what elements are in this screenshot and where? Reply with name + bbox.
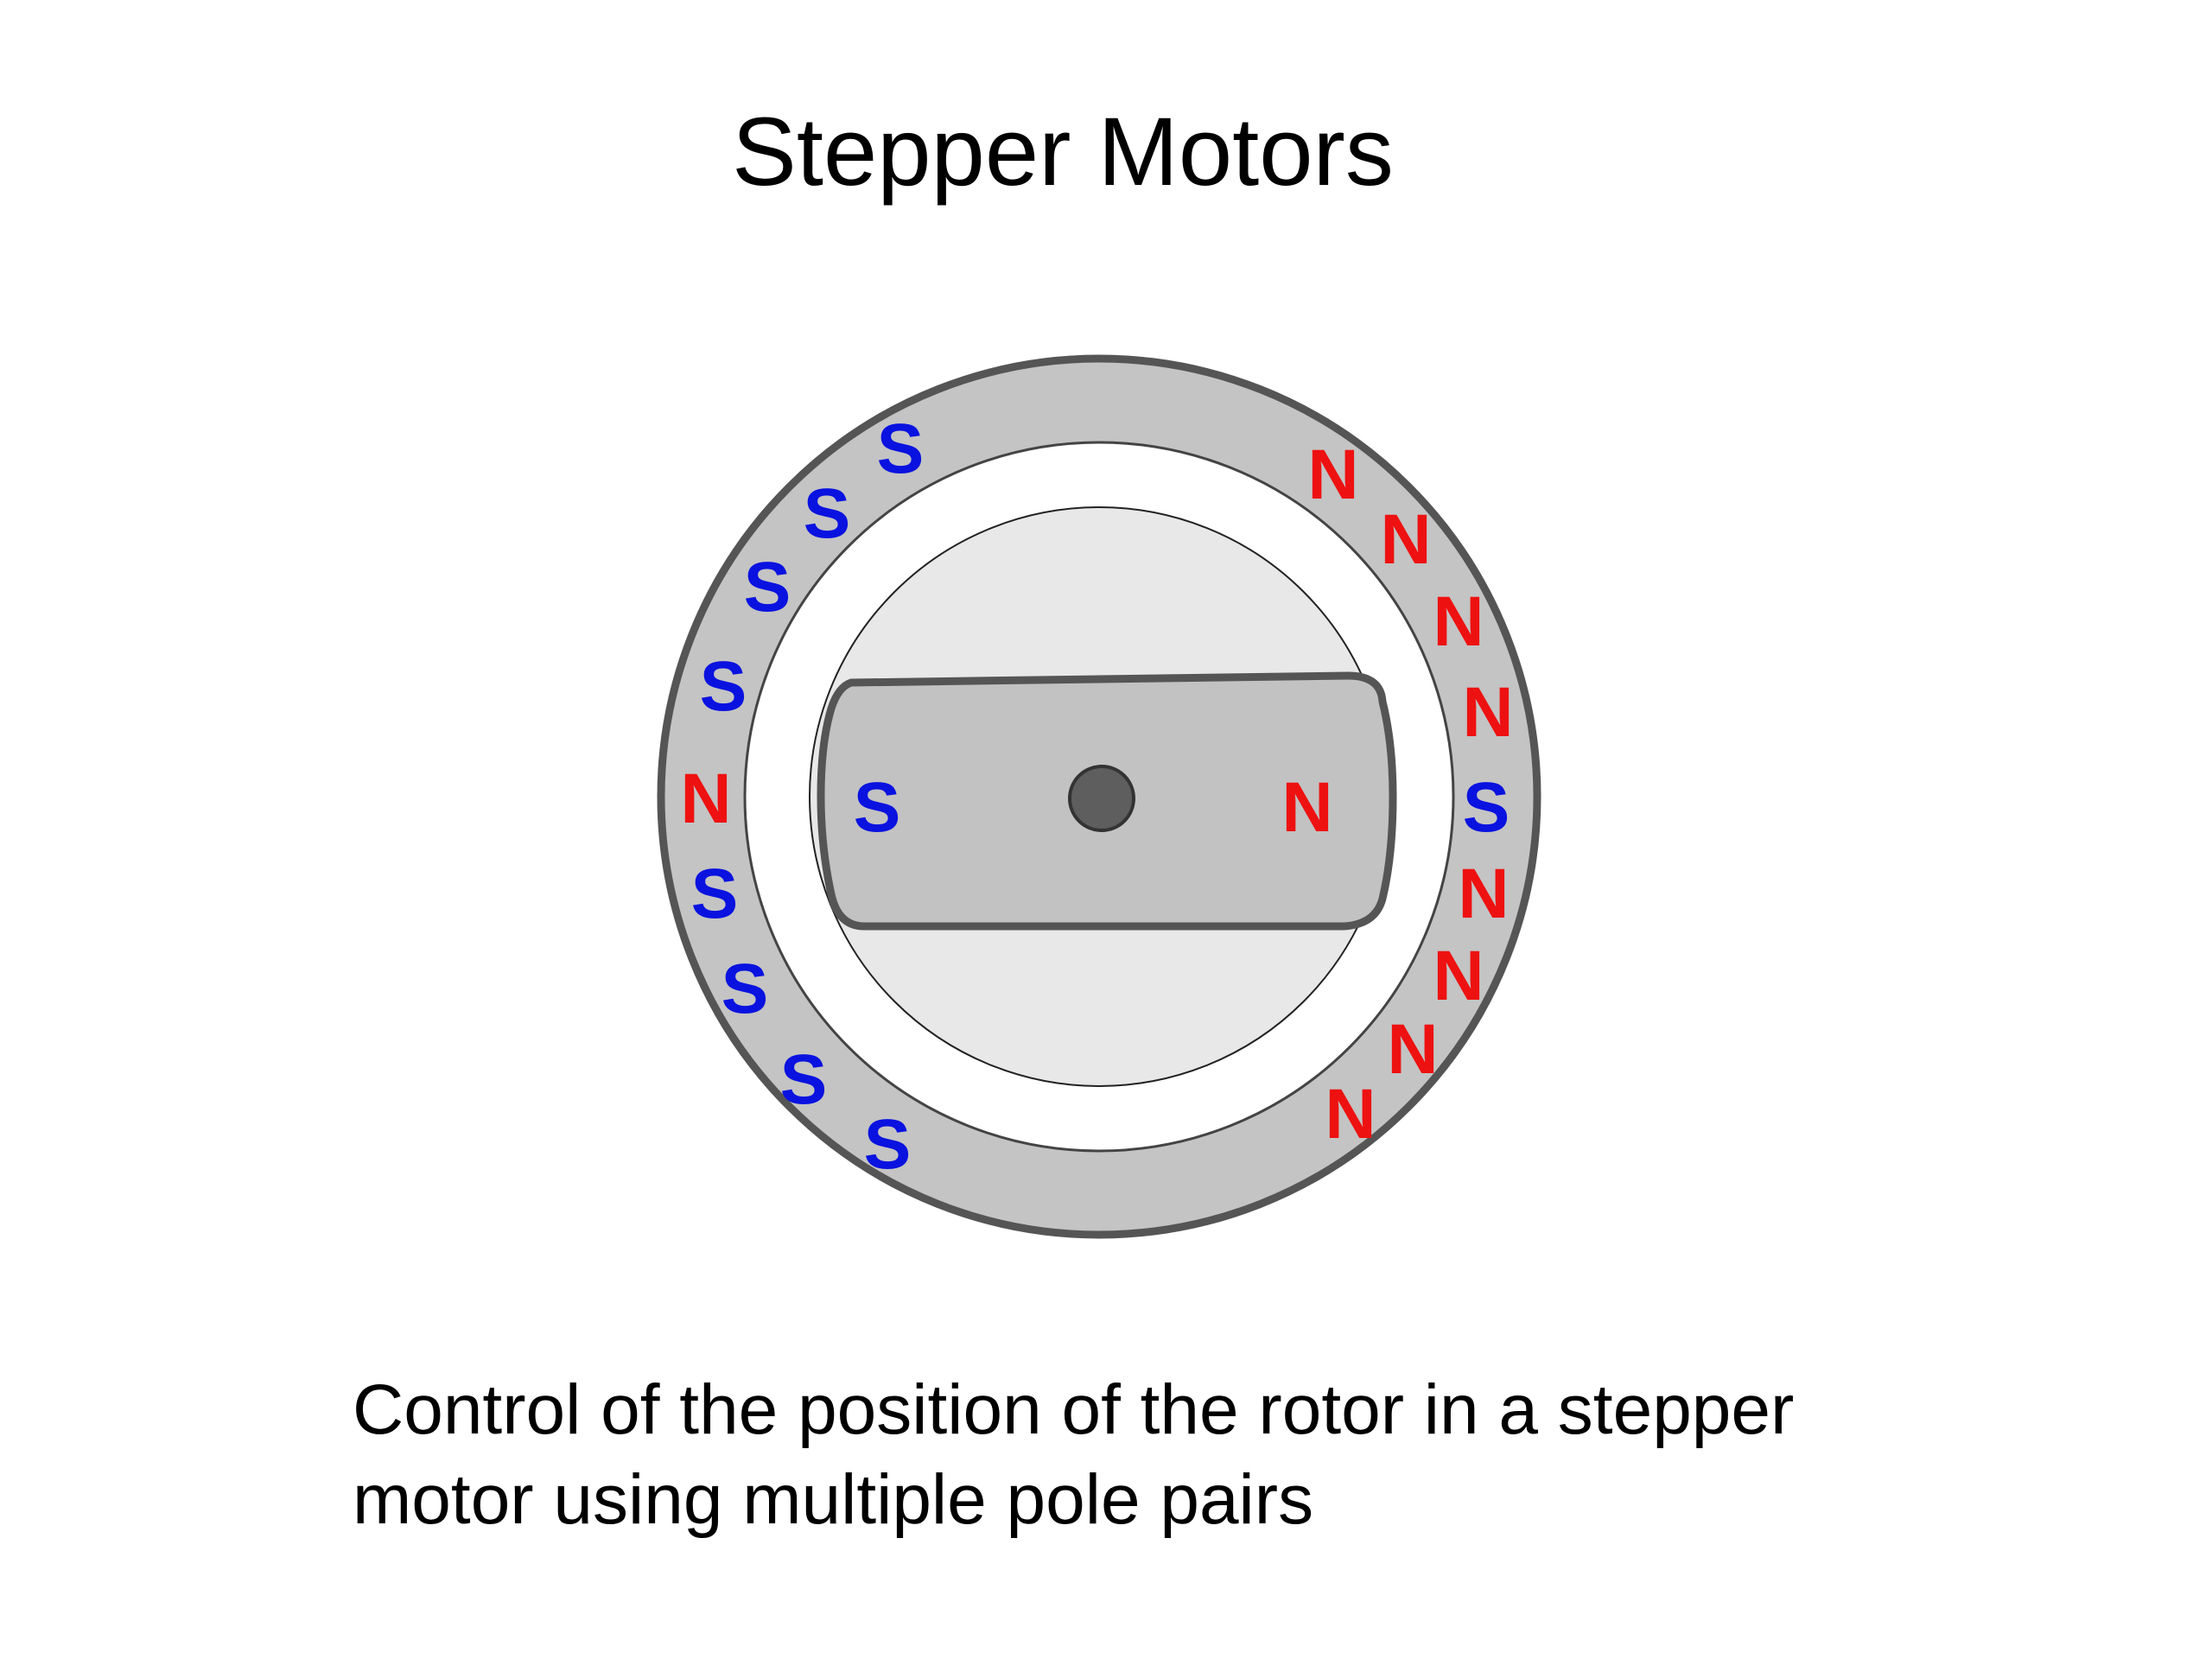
stator-pole-label: N [1462, 673, 1513, 752]
stator-pole-label: N [1433, 937, 1484, 1015]
stator-pole-label: S [721, 950, 769, 1028]
stator-pole-label: S [804, 474, 851, 553]
stator-pole-label: S [864, 1105, 912, 1184]
stator-pole-labels: S S S S N S S S S N N N N S N N N N [680, 410, 1513, 1184]
slide-caption: Control of the position of the rotor in … [353, 1365, 1994, 1545]
stator-pole-label: N [1458, 855, 1509, 933]
stator-pole-label: N [1307, 435, 1358, 514]
stator-pole-label: S [1463, 768, 1510, 847]
stator-pole-label: N [1380, 500, 1431, 579]
rotor-north-label: N [1281, 768, 1332, 847]
caption-line-1: Control of the position of the rotor in … [353, 1370, 1795, 1449]
stator-pole-label: S [744, 548, 791, 626]
rotor-shaft [1068, 765, 1135, 832]
stator-pole-label: N [1325, 1075, 1376, 1154]
rotor-south-label: S [854, 768, 901, 847]
stator-pole-label: N [1387, 1010, 1438, 1089]
caption-line-2: motor using multiple pole pairs [353, 1460, 1314, 1539]
stator-pole-label: N [680, 760, 731, 838]
stator-pole-label: S [691, 855, 739, 933]
stator-pole-label: S [780, 1040, 828, 1119]
slide-title: Stepper Motors [732, 98, 1394, 206]
stator-pole-label: N [1433, 582, 1484, 661]
stator-pole-label: S [700, 647, 747, 726]
stator-pole-label: S [877, 410, 925, 488]
